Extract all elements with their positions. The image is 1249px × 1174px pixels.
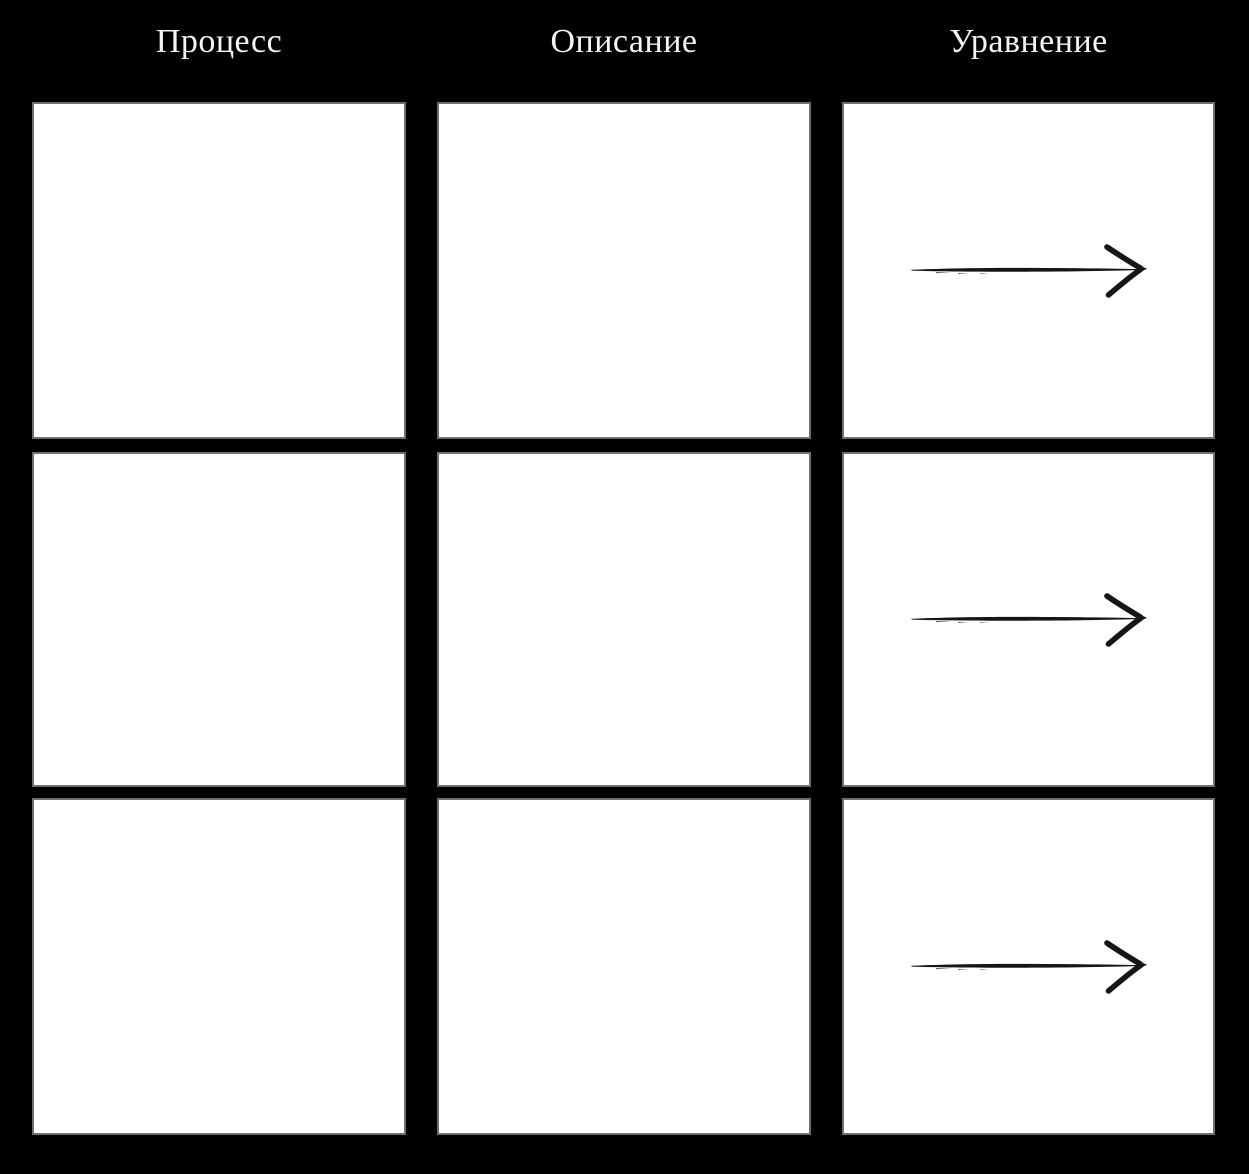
cell-r2-process[interactable] <box>32 452 406 787</box>
arrow-right-icon <box>910 591 1148 649</box>
cell-r1-description[interactable] <box>437 102 811 439</box>
cell-r2-equation[interactable] <box>842 452 1215 787</box>
cell-r1-process[interactable] <box>32 102 406 439</box>
column-header-process: Процесс <box>155 23 283 60</box>
arrow-right-icon <box>910 938 1148 996</box>
column-header-equation: Уравнение <box>949 23 1108 60</box>
cell-r3-description[interactable] <box>437 798 811 1135</box>
cell-r3-equation[interactable] <box>842 798 1215 1135</box>
cell-r2-description[interactable] <box>437 452 811 787</box>
arrow-right-icon <box>910 242 1148 300</box>
cell-r1-equation[interactable] <box>842 102 1215 439</box>
cell-r3-process[interactable] <box>32 798 406 1135</box>
column-header-description: Описание <box>550 23 698 60</box>
